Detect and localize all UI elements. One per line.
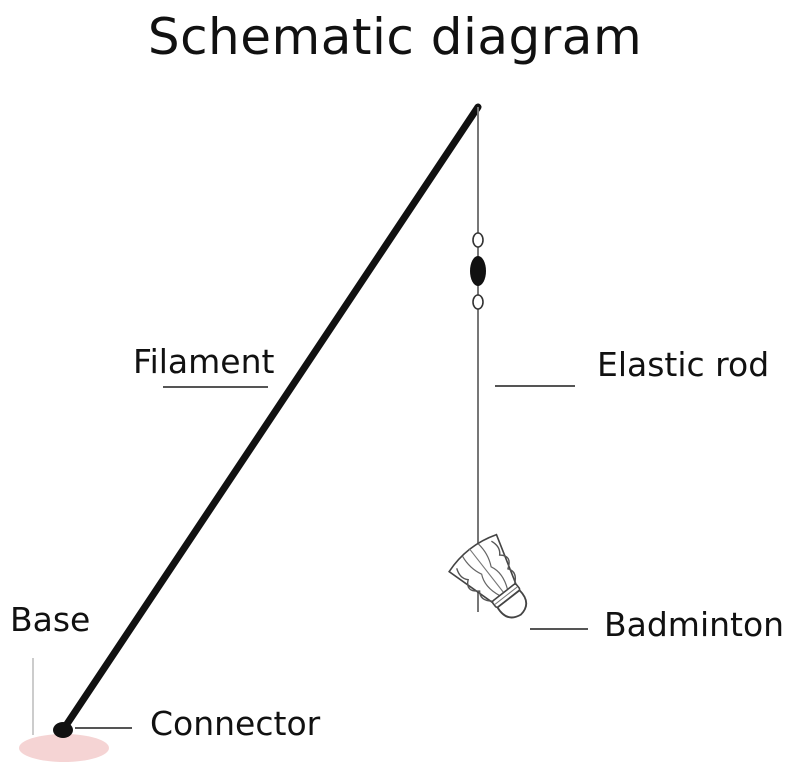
- connector-knob: [53, 722, 73, 738]
- base-label: Base: [10, 600, 91, 639]
- page-title: Schematic diagram: [147, 8, 643, 66]
- swivel-ring-bottom: [472, 294, 484, 310]
- swivel-ring-top: [472, 232, 484, 248]
- badminton-label: Badminton: [604, 605, 785, 644]
- filament-label: Filament: [133, 342, 275, 381]
- shuttlecock-icon: [448, 533, 528, 619]
- connector-label: Connector: [150, 704, 321, 743]
- filament-line: [59, 103, 482, 734]
- swivel-weight: [470, 256, 486, 286]
- elastic-rod-label: Elastic rod: [597, 345, 770, 384]
- base-pad: [19, 734, 109, 762]
